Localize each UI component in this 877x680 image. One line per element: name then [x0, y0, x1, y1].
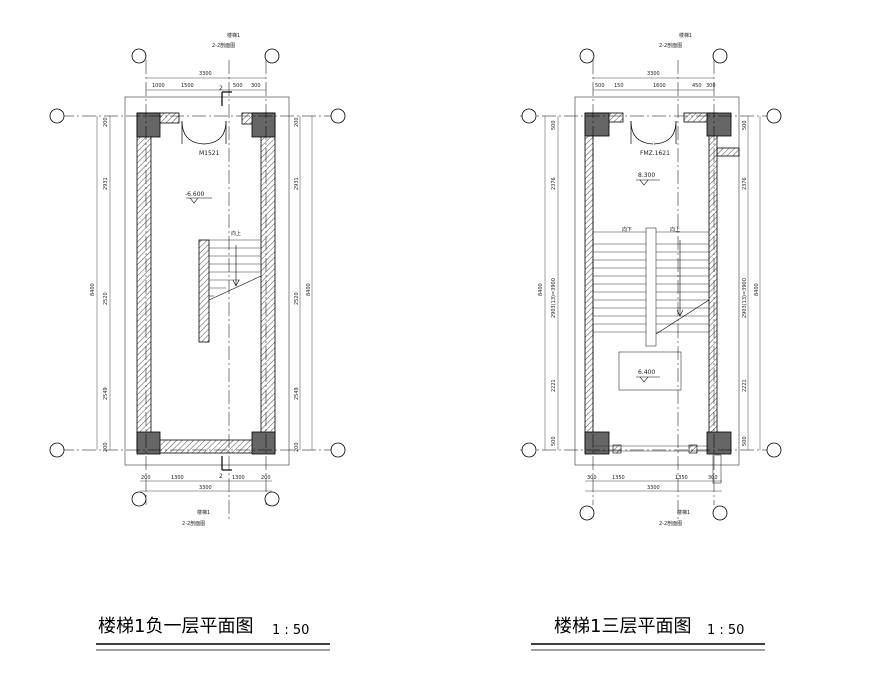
svg-text:3300: 3300 — [647, 71, 660, 77]
svg-text:8400: 8400 — [306, 283, 312, 296]
right-plan-left-dims: 8400 500 2376 2903(13)=3900 2221 500 — [538, 116, 559, 450]
svg-text:1500: 1500 — [181, 83, 194, 89]
svg-text:2221: 2221 — [551, 379, 557, 392]
svg-text:2376: 2376 — [551, 177, 557, 190]
svg-text:2: 2 — [219, 85, 223, 92]
svg-text:2903(13)=3900: 2903(13)=3900 — [551, 278, 557, 318]
svg-text:300: 300 — [706, 83, 716, 89]
right-columns — [584, 112, 732, 455]
svg-text:2376: 2376 — [742, 177, 748, 190]
svg-text:2-2剖面图: 2-2剖面图 — [659, 42, 682, 49]
svg-text:300: 300 — [251, 83, 261, 89]
svg-text:200: 200 — [141, 475, 151, 481]
left-floor-plan: M1521 -6.600 向上 — [49, 32, 346, 527]
svg-text:200: 200 — [294, 442, 300, 452]
svg-text:500: 500 — [551, 436, 557, 446]
left-stair — [198, 239, 262, 343]
left-section-mark-bottom: 2 楼梯1 2-2剖面图 — [182, 456, 232, 527]
svg-text:500: 500 — [742, 436, 748, 446]
svg-text:2520: 2520 — [294, 292, 300, 305]
right-level-bottom: 6.400 — [636, 369, 660, 383]
svg-text:楼梯1: 楼梯1 — [227, 32, 240, 39]
right-level-top: 8.300 — [636, 172, 660, 186]
left-title: 楼梯1负一层平面图 — [98, 616, 253, 637]
right-bottom-dims: 300 1350 1350 300 3300 — [585, 475, 722, 492]
right-section-mark-top: 楼梯1 2-2剖面图 — [659, 32, 692, 49]
left-columns — [136, 112, 276, 455]
left-axis-bubbles — [49, 48, 346, 507]
svg-text:2-2剖面图: 2-2剖面图 — [659, 520, 682, 527]
left-side-dims: 8400 200 2931 2520 2549 200 — [90, 116, 111, 452]
svg-text:8400: 8400 — [90, 283, 96, 296]
left-title-block: 楼梯1负一层平面图 1 : 50 — [96, 616, 330, 651]
right-top-dims: 3300 500 150 1600 450 300 — [593, 71, 716, 91]
svg-text:2-2剖面图: 2-2剖面图 — [182, 520, 205, 527]
left-section-mark-top: 2 楼梯1 2-2剖面图 — [212, 32, 240, 106]
right-plan-right-dims: 500 2376 2903(13)=3900 2221 500 8400 — [742, 116, 761, 450]
svg-text:楼梯1: 楼梯1 — [197, 509, 210, 516]
right-stair-note-up: 向上 — [670, 226, 680, 233]
svg-text:6.400: 6.400 — [638, 369, 655, 376]
svg-text:2931: 2931 — [103, 177, 109, 190]
svg-text:1300: 1300 — [232, 475, 245, 481]
svg-text:2549: 2549 — [103, 387, 109, 400]
svg-text:1300: 1300 — [171, 475, 184, 481]
right-section-mark-bottom: 楼梯1 2-2剖面图 — [659, 509, 690, 527]
left-outline — [124, 96, 290, 466]
svg-text:2221: 2221 — [742, 379, 748, 392]
left-level-mark: -6.600 — [185, 191, 212, 204]
svg-text:450: 450 — [692, 83, 702, 89]
svg-text:1350: 1350 — [612, 475, 625, 481]
svg-text:1000: 1000 — [152, 83, 165, 89]
svg-text:200: 200 — [103, 442, 109, 452]
svg-text:8.300: 8.300 — [638, 172, 655, 179]
right-door — [630, 120, 677, 145]
right-title: 楼梯1三层平面图 — [554, 616, 691, 637]
right-stair — [593, 227, 710, 347]
svg-text:500: 500 — [595, 83, 605, 89]
svg-text:3300: 3300 — [199, 485, 212, 491]
svg-text:1600: 1600 — [653, 83, 666, 89]
svg-text:2-2剖面图: 2-2剖面图 — [212, 42, 235, 49]
right-stair-note-down: 向下 — [622, 226, 632, 233]
right-walls — [584, 112, 740, 454]
left-top-dims: 3300 1000 1500 500 300 — [146, 71, 266, 91]
left-door — [181, 120, 227, 145]
svg-text:2931: 2931 — [294, 177, 300, 190]
svg-text:楼梯1: 楼梯1 — [677, 509, 690, 516]
svg-text:3300: 3300 — [199, 71, 212, 77]
right-scale: 1 : 50 — [707, 623, 744, 638]
svg-text:2: 2 — [219, 473, 223, 480]
svg-text:200: 200 — [294, 117, 300, 127]
svg-text:2549: 2549 — [294, 387, 300, 400]
right-title-block: 楼梯1三层平面图 1 : 50 — [531, 616, 765, 651]
svg-text:-6.600: -6.600 — [185, 191, 205, 198]
right-floor-plan: FMZ.1621 8.300 — [520, 32, 782, 527]
svg-text:300: 300 — [708, 475, 718, 481]
right-side-dims-left-plan: 200 2931 2520 2549 200 8400 — [294, 116, 313, 452]
svg-text:8400: 8400 — [754, 283, 760, 296]
svg-text:2520: 2520 — [103, 292, 109, 305]
left-scale: 1 : 50 — [272, 623, 309, 638]
svg-text:500: 500 — [742, 120, 748, 130]
svg-text:150: 150 — [614, 83, 624, 89]
svg-text:3300: 3300 — [647, 485, 660, 491]
svg-text:楼梯1: 楼梯1 — [679, 32, 692, 39]
right-landing — [618, 351, 682, 391]
svg-text:500: 500 — [233, 83, 243, 89]
svg-text:8400: 8400 — [538, 283, 544, 296]
svg-text:500: 500 — [551, 120, 557, 130]
svg-text:1350: 1350 — [675, 475, 688, 481]
svg-text:2903(13)=3900: 2903(13)=3900 — [742, 278, 748, 318]
right-door-label: FMZ.1621 — [640, 150, 670, 157]
svg-text:200: 200 — [103, 117, 109, 127]
svg-text:200: 200 — [261, 475, 271, 481]
right-axis-bubbles — [521, 48, 782, 521]
left-bottom-dims: 200 1300 1300 200 3300 — [140, 475, 272, 492]
left-door-label: M1521 — [199, 150, 220, 157]
left-stair-note: 向上 — [231, 230, 241, 237]
right-outline — [574, 96, 740, 466]
svg-text:300: 300 — [587, 475, 597, 481]
